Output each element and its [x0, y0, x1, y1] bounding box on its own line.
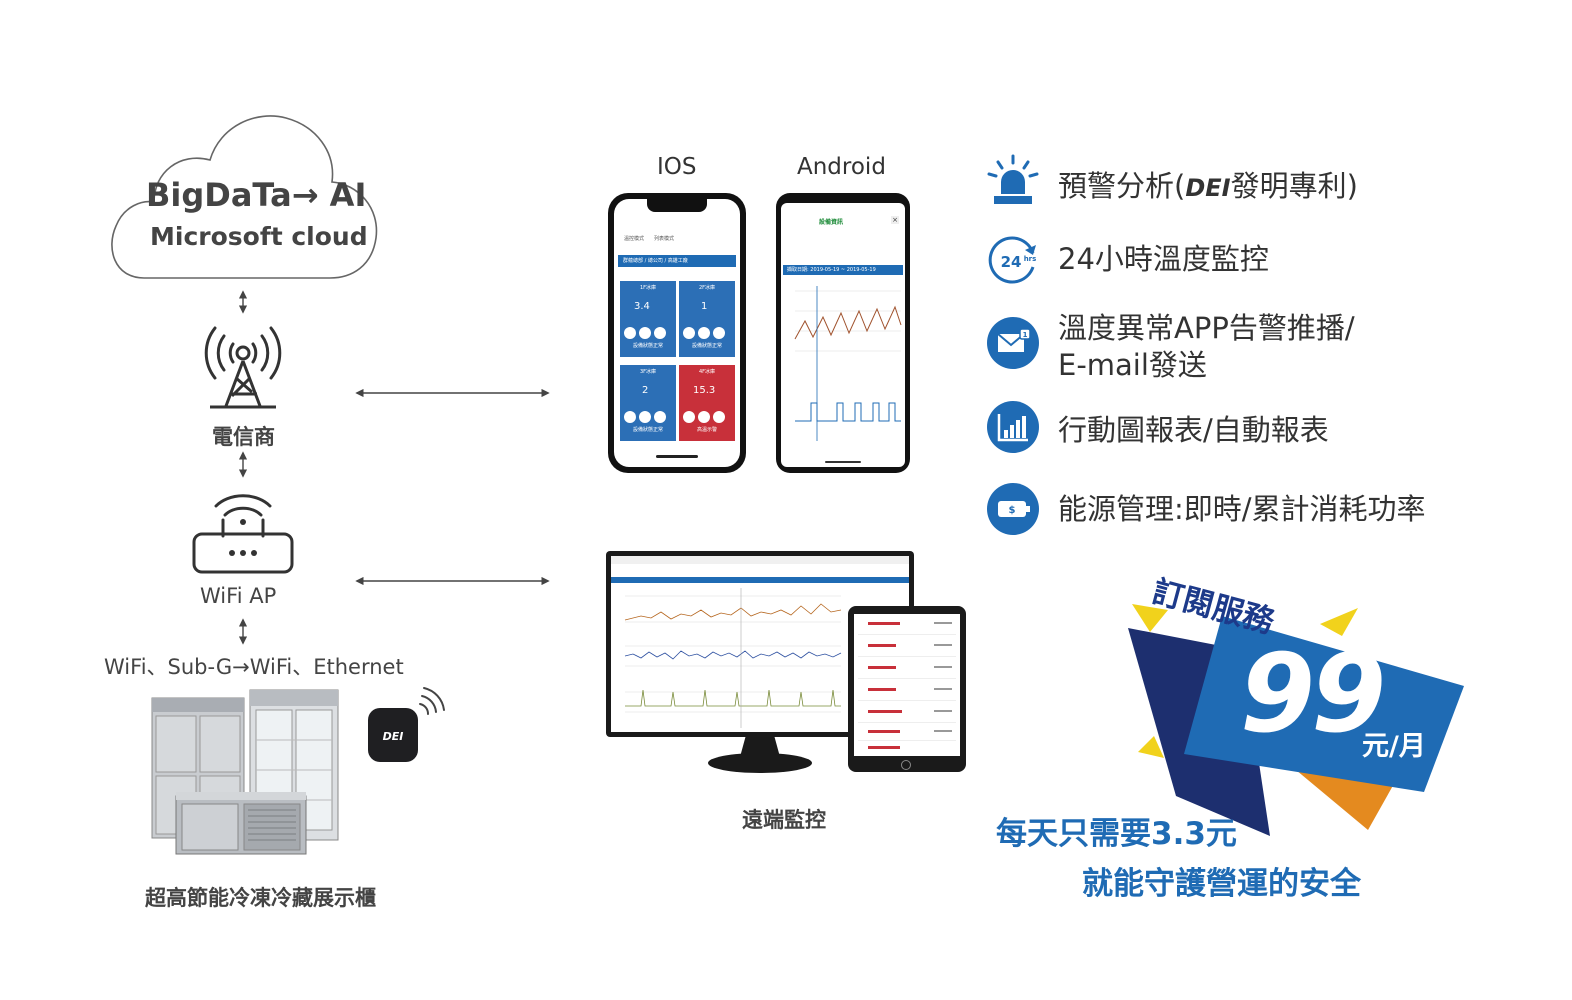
ios-tile-icons-row-1	[622, 327, 734, 341]
cloud-title: BigDaTa→ AI	[146, 176, 367, 214]
svg-text:24: 24	[1001, 253, 1022, 271]
ios-tile-name: 3F冰庫	[639, 369, 657, 375]
svg-text:$: $	[1009, 505, 1016, 516]
remote-label: 遠端監控	[742, 808, 826, 832]
feature-warning-text-b: 發明專利)	[1230, 169, 1358, 203]
dei-brand: DEI	[1185, 174, 1231, 202]
ios-tile-3[interactable]: 3F冰庫 2 設備狀態正常	[620, 365, 676, 441]
tablet-screen	[854, 614, 960, 756]
tablet-device	[848, 606, 966, 772]
android-home-indicator	[825, 461, 861, 463]
battery-icon: $	[987, 483, 1039, 535]
svg-text:1: 1	[1023, 331, 1028, 339]
ios-tile-icons-row-2	[622, 411, 734, 425]
cloud-icon	[111, 115, 378, 279]
dei-sensor-device: DEI	[368, 687, 445, 762]
connectivity-label: WiFi、Sub-G→WiFi、Ethernet	[104, 655, 404, 679]
24hrs-clock-icon: 24 hrs	[988, 236, 1037, 284]
tablet-home-button[interactable]	[901, 760, 911, 770]
ios-tile-name: 1F冰庫	[639, 285, 657, 291]
ios-phone: 溫控模式 列表模式 群蘊總部 / 總公司 / 高雄工廠 1F冰庫 3.4 設備狀…	[608, 193, 746, 473]
wifi-ap-label: WiFi AP	[200, 584, 277, 608]
android-date-bar[interactable]: 擷取日期: 2019-05-19 ~ 2019-05-19	[783, 265, 903, 275]
ios-tab-1[interactable]: 溫控模式	[624, 236, 645, 242]
ios-tile-status: 設備狀態正常	[632, 427, 663, 433]
bar-chart-icon	[987, 401, 1039, 453]
feature-energy-management: 能源管理:即時/累計消耗功率	[1058, 492, 1426, 526]
feature-warning-analysis: 預警分析(DEI發明專利)	[1058, 168, 1358, 206]
android-title: 設備資訊	[819, 219, 844, 226]
android-date-text: 擷取日期: 2019-05-19 ~ 2019-05-19	[787, 267, 876, 273]
svg-text:hrs: hrs	[1024, 255, 1037, 263]
ios-tile-name: 4F冰庫	[698, 369, 716, 375]
subscription-unit: 元/月	[1362, 731, 1426, 762]
email-notification-icon: 1	[987, 317, 1039, 369]
android-phone: 設備資訊 × 擷取日期: 2019-05-19 ~ 2019-05-19	[776, 193, 910, 473]
alarm-icon	[987, 154, 1039, 204]
ios-tile-1[interactable]: 1F冰庫 3.4 設備狀態正常	[620, 281, 676, 357]
android-temperature-chart	[794, 286, 902, 441]
ios-tile-status: 高溫示警	[696, 427, 717, 433]
tagline-line2: 就能守護營運的安全	[1082, 866, 1361, 902]
ios-screen: 溫控模式 列表模式 群蘊總部 / 總公司 / 高雄工廠 1F冰庫 3.4 設備狀…	[614, 199, 740, 467]
subscription-price: 99	[1240, 632, 1386, 757]
svg-text:DEI: DEI	[383, 730, 404, 743]
ios-tile-status: 設備狀態正常	[691, 343, 722, 349]
refrigerator-image	[151, 689, 339, 855]
ios-tile-status: 設備狀態正常	[632, 343, 663, 349]
telecom-label: 電信商	[212, 425, 275, 449]
monitor-temperature-chart	[624, 588, 842, 728]
ios-tile-value: 2	[642, 385, 649, 396]
android-screen: 設備資訊 × 擷取日期: 2019-05-19 ~ 2019-05-19	[781, 203, 905, 467]
tablet-alert-list	[858, 620, 956, 752]
ios-tile-value: 1	[701, 301, 708, 312]
feature-alert-push-line2: E-mail發送	[1058, 348, 1207, 382]
android-label: Android	[797, 154, 886, 180]
ios-notch	[647, 199, 707, 212]
fridge-label: 超高節能冷凍冷藏展示櫃	[145, 886, 376, 910]
ios-tile-value: 15.3	[693, 385, 716, 396]
ios-label: IOS	[657, 154, 697, 180]
tagline-line1: 每天只需要3.3元	[996, 816, 1237, 852]
feature-warning-text-a: 預警分析(	[1058, 169, 1186, 203]
close-icon[interactable]: ×	[891, 216, 899, 224]
feature-alert-push-line1: 溫度異常APP告警推播/	[1058, 311, 1355, 345]
cell-tower-icon	[204, 326, 282, 409]
ios-tile-value: 3.4	[634, 301, 650, 312]
ios-tab-2[interactable]: 列表模式	[654, 236, 675, 242]
ios-home-indicator	[656, 455, 698, 458]
ios-location-bar[interactable]: 群蘊總部 / 總公司 / 高雄工廠	[618, 255, 736, 267]
ios-tile-4[interactable]: 4F冰庫 15.3 高溫示警	[679, 365, 735, 441]
monitor-stand	[708, 735, 812, 773]
ios-tile-2[interactable]: 2F冰庫 1 設備狀態正常	[679, 281, 735, 357]
subscription-badge	[1128, 604, 1464, 836]
feature-24h-monitoring: 24小時溫度監控	[1058, 242, 1269, 276]
cloud-subtitle: Microsoft cloud	[150, 222, 368, 251]
ios-tile-name: 2F冰庫	[698, 285, 716, 291]
ios-location-text: 群蘊總部 / 總公司 / 高雄工廠	[623, 258, 688, 264]
wifi-router-icon	[192, 494, 294, 574]
feature-reports: 行動圖報表/自動報表	[1058, 413, 1329, 447]
